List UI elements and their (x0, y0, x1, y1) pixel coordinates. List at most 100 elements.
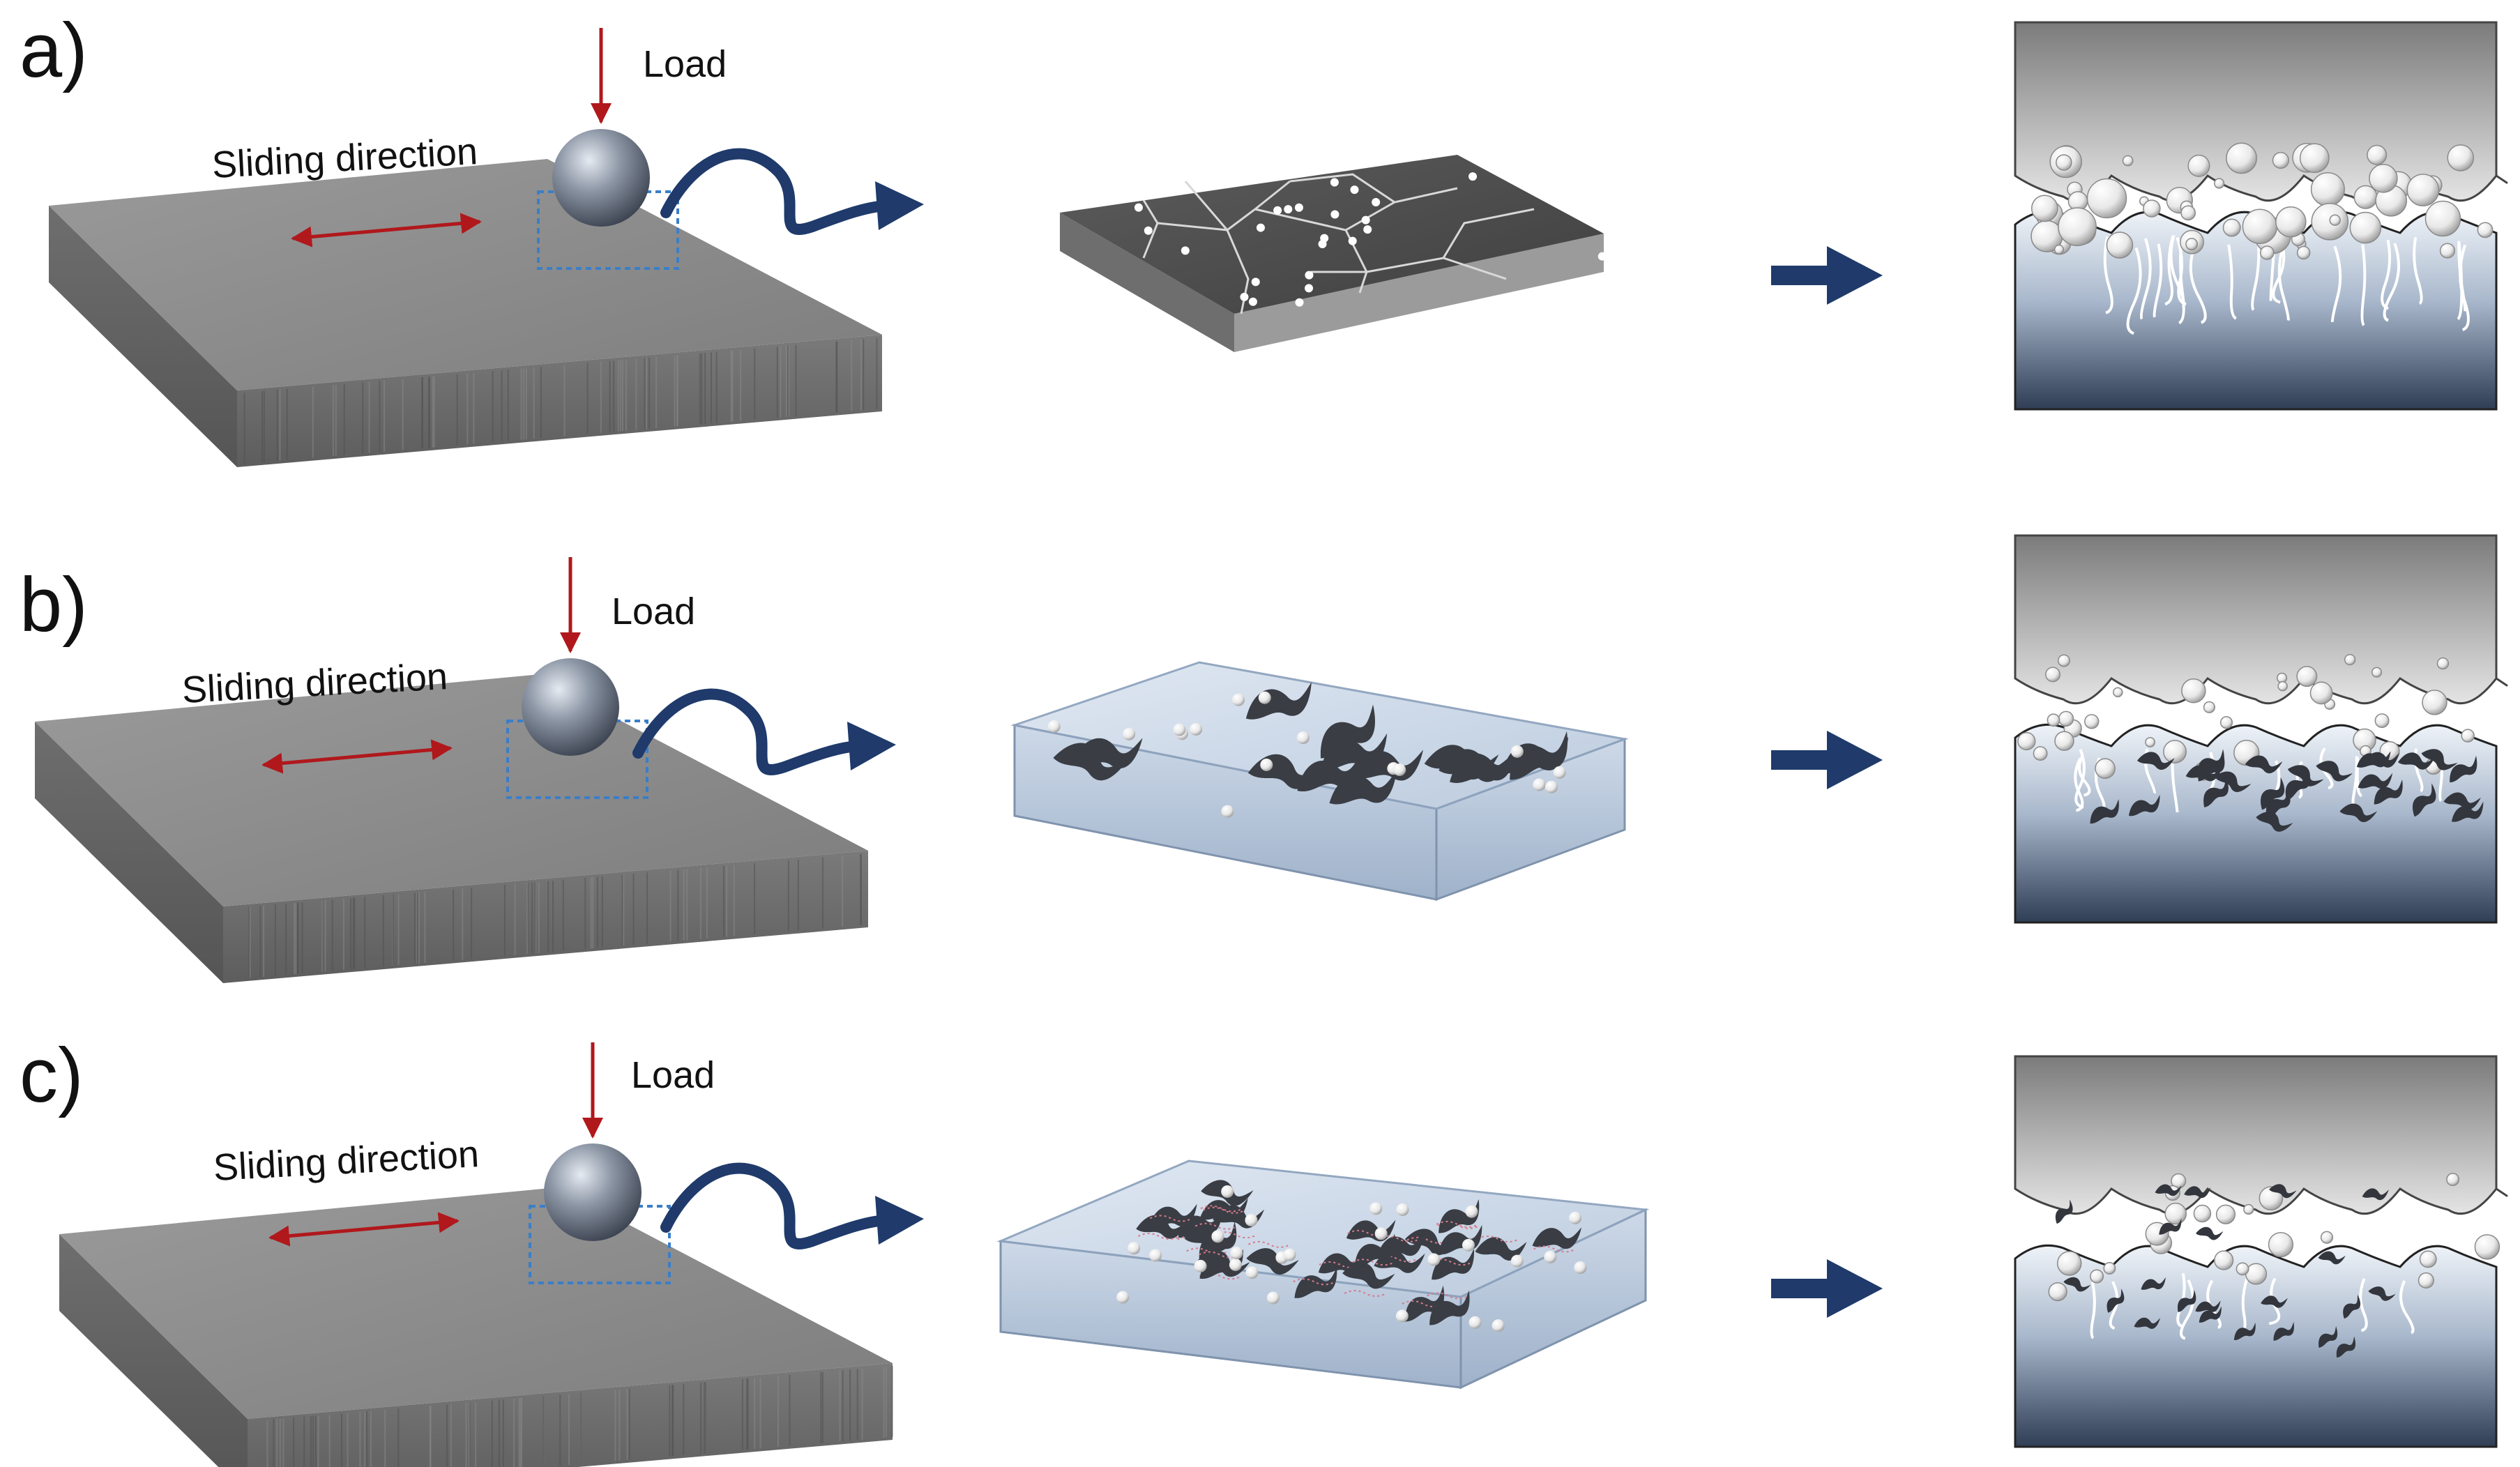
particle-dot (2446, 1173, 2460, 1187)
polymer-chain (1194, 1222, 1238, 1230)
particle-dot (1245, 1266, 1259, 1279)
graphene-flake (2266, 787, 2291, 820)
counterface-ball (544, 1143, 642, 1241)
particle-dot (2143, 199, 2161, 218)
crack-line (2189, 243, 2207, 324)
graphene-flake (2233, 1323, 2256, 1340)
graphene-flake (2339, 803, 2378, 823)
particle-dot (1350, 185, 1359, 195)
particle-dot (2203, 701, 2215, 713)
particle-dot (1510, 745, 1524, 758)
particle-dot (2268, 1231, 2294, 1258)
graphene-flake (1199, 1249, 1244, 1279)
particle-dot (2422, 690, 2447, 715)
graphene-flake (2285, 768, 2310, 800)
particle-dot (1232, 693, 1245, 706)
polymer-chain (1202, 1206, 1245, 1214)
particle-dot (2193, 1204, 2212, 1223)
particle-dot (1374, 1227, 1388, 1240)
composite-block-c (996, 1160, 1650, 1390)
particle-dot (2122, 155, 2134, 167)
substrate-top-face (59, 1187, 893, 1419)
crack-line (2360, 244, 2367, 326)
particle-dot (1348, 236, 1357, 245)
graphene-flake (1246, 1248, 1299, 1275)
particle-dot (1465, 1205, 1478, 1218)
particle-dot (1266, 1291, 1280, 1305)
crack-line (2227, 244, 2237, 320)
particle-dot (2296, 666, 2318, 687)
particle-dot (2296, 245, 2311, 260)
substrate-front-face (248, 1363, 893, 1467)
load-label: Load (643, 43, 727, 85)
polymer-chain (1344, 1289, 1387, 1297)
particle-dot (2329, 214, 2341, 226)
graphene-flake (2141, 1277, 2166, 1290)
particle-dot (1190, 722, 1203, 736)
zoom-arrow (660, 148, 895, 235)
particle-dot (1181, 246, 1190, 255)
graphene-flake (2273, 1321, 2294, 1341)
crack-line (2413, 236, 2423, 305)
particle-dot (1251, 278, 1260, 287)
crack-line (2399, 1280, 2415, 1335)
graphene-flake (2245, 755, 2283, 774)
graphene-flake (2199, 1306, 2222, 1323)
particle-dot (2320, 1231, 2334, 1244)
graphene-flake (2450, 755, 2477, 783)
graphene-flake (2261, 1295, 2288, 1308)
particle-dot (2406, 174, 2440, 206)
load-label: Load (612, 591, 695, 632)
sliding-direction-label: Sliding direction (212, 1133, 480, 1189)
graphene-flake (2129, 794, 2160, 816)
particle-dot (1245, 1213, 1258, 1226)
graphene-flake (2443, 792, 2481, 810)
particle-dot (2344, 653, 2356, 666)
particle-dot (1330, 178, 1339, 187)
particle-dot (1128, 1242, 1141, 1255)
graphene-flake (1432, 1248, 1474, 1280)
graphene-flake (2363, 752, 2400, 768)
particle-dot (2214, 178, 2225, 189)
crack-line (2359, 1278, 2368, 1332)
sliding-direction-arrow (268, 1212, 460, 1247)
particle-dot (1318, 239, 1327, 248)
crack-line (2074, 749, 2086, 809)
counterface-ball (522, 658, 619, 756)
particle-dot (2477, 222, 2494, 238)
particle-dot (1240, 292, 1249, 301)
particle-dot (2424, 200, 2461, 237)
particle-dot (2033, 746, 2048, 761)
graphene-flake (2203, 776, 2229, 807)
particle-dot (2048, 1282, 2067, 1302)
particle-dot (1273, 206, 1282, 215)
polymer-chain (1427, 1292, 1470, 1300)
lower-substrate (2014, 1244, 2498, 1448)
graphene-flake (1342, 1262, 1395, 1289)
graphene-flake (1053, 743, 1128, 781)
graphene-flake (2155, 1184, 2182, 1196)
polymer-chain (1247, 1240, 1291, 1248)
particle-dot (2084, 714, 2100, 729)
particle-dot (1510, 1254, 1524, 1268)
graphene-flake (1321, 704, 1375, 759)
particle-dot (2056, 1251, 2082, 1276)
particle-dot (2113, 687, 2123, 698)
graphene-flake (2362, 1188, 2389, 1201)
substrate-block (59, 1187, 893, 1467)
crack-line (2153, 243, 2163, 318)
zoom-arrow (632, 688, 867, 775)
graphene-flake (2336, 1336, 2356, 1358)
particle-dot (1294, 203, 1303, 212)
particle-dot (1393, 763, 1406, 776)
substrate-side-face (49, 206, 237, 467)
particle-dot (1597, 252, 1607, 261)
crack-line (1184, 181, 1229, 231)
graphene-flake (1149, 1203, 1197, 1227)
particle-dot (2215, 1204, 2236, 1224)
composite-block-b (1010, 661, 1629, 902)
graphene-flake (2198, 753, 2225, 782)
particle-dot (1123, 727, 1136, 740)
particle-dot (1149, 1249, 1162, 1262)
graphene-flake (1136, 1215, 1188, 1239)
